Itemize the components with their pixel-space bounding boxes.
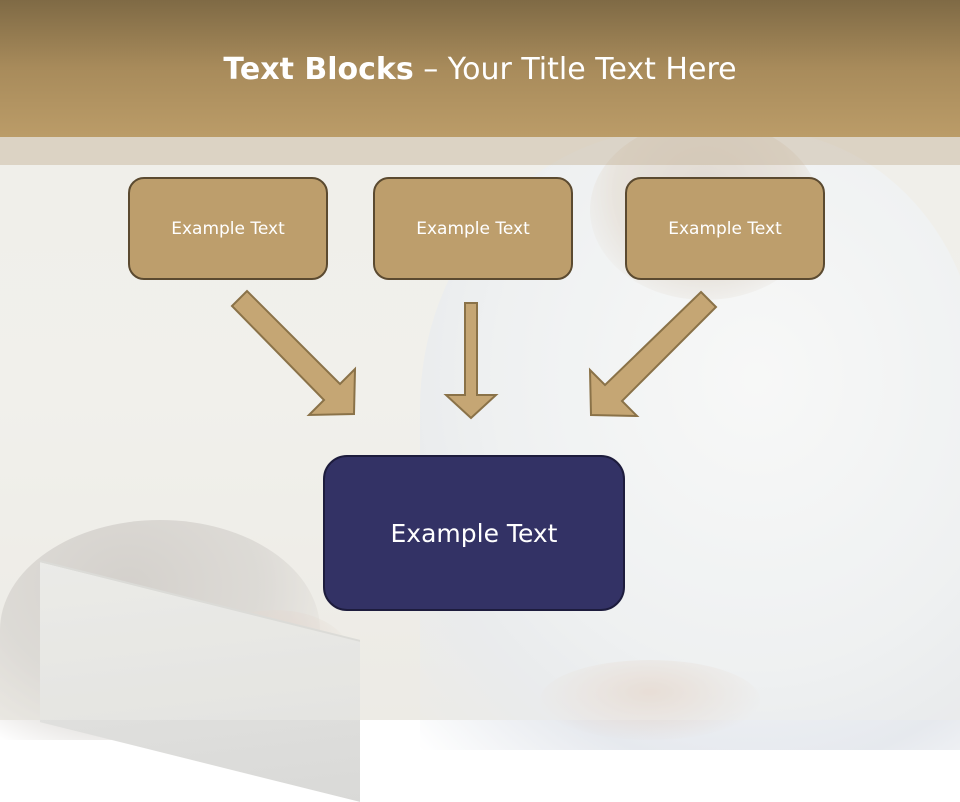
title-band-shadow bbox=[0, 137, 960, 165]
slide-title-rest: – Your Title Text Here bbox=[413, 52, 737, 87]
top-box-3: Example Text bbox=[625, 177, 825, 280]
top-box-2: Example Text bbox=[373, 177, 573, 280]
slide-title: Text Blocks – Your Title Text Here bbox=[0, 52, 960, 87]
title-band bbox=[0, 0, 960, 137]
bottom-box: Example Text bbox=[323, 455, 625, 611]
slide-title-bold: Text Blocks bbox=[223, 52, 414, 87]
top-box-1: Example Text bbox=[128, 177, 328, 280]
